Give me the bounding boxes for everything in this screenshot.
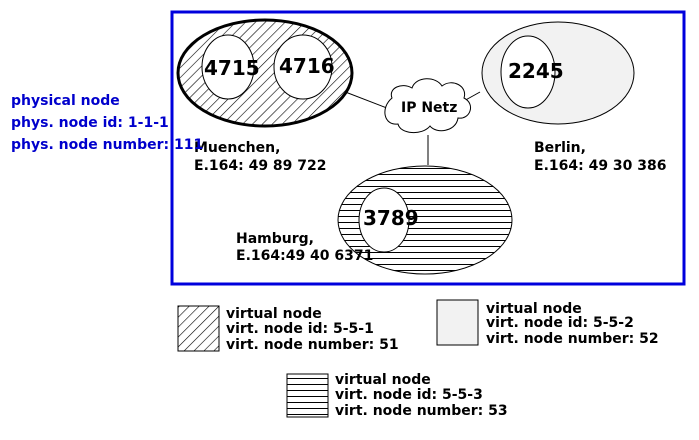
physical-node-id: phys. node id: 1-1-1 [11, 115, 169, 131]
node-3789-circle [358, 187, 410, 253]
node-4715-circle [201, 34, 255, 100]
ip-netz-cloud [384, 78, 472, 133]
berlin-name: Berlin, [534, 140, 586, 156]
hamburg-e164: E.164:49 40 6371 [236, 248, 373, 264]
physical-node-number: phys. node number: 111 [11, 137, 203, 153]
node-2245-number: 2245 [508, 59, 564, 83]
legend-1-title: virtual node [226, 306, 322, 322]
legend-1-id: virt. node id: 5-5-1 [226, 321, 374, 337]
node-4715-number: 4715 [204, 56, 260, 80]
legend-3-id: virt. node id: 5-5-3 [335, 387, 483, 403]
legend-3-number: virt. node number: 53 [335, 403, 508, 419]
berlin-e164: E.164: 49 30 386 [534, 158, 667, 174]
hamburg-name: Hamburg, [236, 231, 314, 247]
node-4716-circle [273, 34, 333, 100]
node-3789-number: 3789 [363, 206, 419, 230]
legend-1-number: virt. node number: 51 [226, 337, 399, 353]
legend-2-id: virt. node id: 5-5-2 [486, 315, 634, 331]
muenchen-e164: E.164: 49 89 722 [194, 158, 327, 174]
legend-2-number: virt. node number: 52 [486, 331, 659, 347]
legend-swatch-diagonal [177, 305, 220, 352]
node-2245-circle [500, 35, 556, 109]
legend-swatch-horizontal [286, 373, 329, 418]
physical-node-title: physical node [11, 93, 120, 109]
ip-netz-label: IP Netz [401, 100, 457, 116]
physical-node-frame [170, 10, 686, 286]
legend-3-title: virtual node [335, 372, 431, 388]
muenchen-name: Muenchen, [194, 140, 280, 156]
legend-2-title: virtual node [486, 301, 582, 317]
node-4716-number: 4716 [279, 54, 335, 78]
legend-swatch-gray [436, 299, 479, 346]
